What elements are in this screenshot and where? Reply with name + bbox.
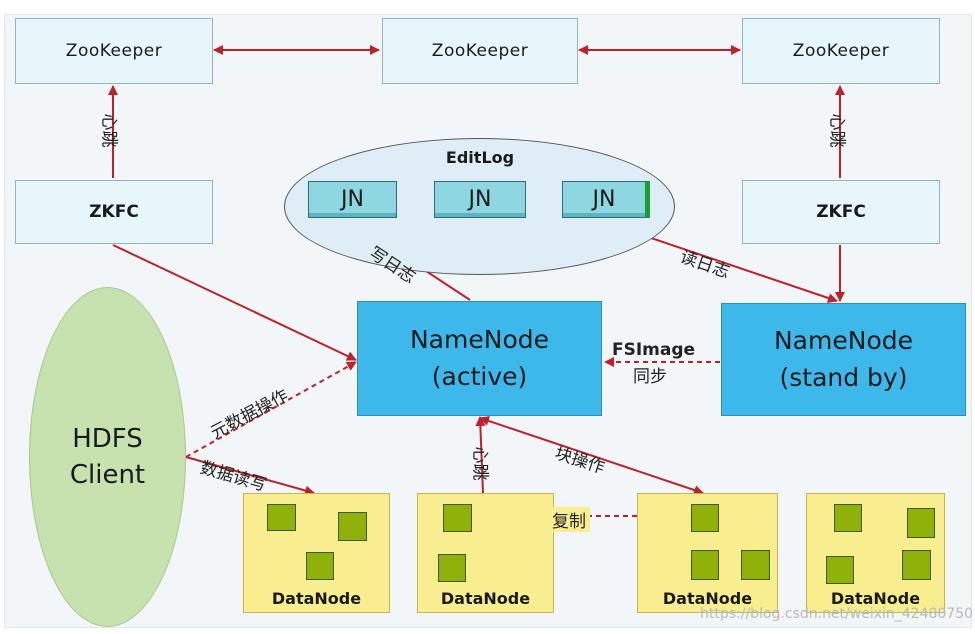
datanode-1: DataNode (243, 493, 390, 613)
editlog-title: EditLog (445, 148, 515, 167)
data-block (691, 504, 719, 532)
label-heartbeat-datanode: 心跳 (469, 446, 490, 481)
datanode-3: DataNode (637, 493, 778, 613)
journal-node-1: JN (308, 181, 397, 218)
hdfs-client-line2: Client (69, 460, 146, 490)
datanode-4: DataNode (806, 493, 945, 613)
journal-node-3: JN (562, 181, 650, 218)
namenode-active-name: NameNode (409, 325, 549, 355)
label-heartbeat-right: 心跳 (826, 113, 847, 148)
data-block (902, 550, 931, 580)
datanode-label: DataNode (830, 589, 921, 608)
datanode-2: DataNode (417, 493, 554, 613)
label-fsimage-2: 同步 (633, 367, 667, 387)
zookeeper-node-3: ZooKeeper (742, 18, 940, 84)
hdfs-client-line1: HDFS (72, 423, 143, 454)
data-block (907, 508, 935, 538)
namenode-standby: NameNode (stand by) (721, 303, 966, 416)
zookeeper-node-1: ZooKeeper (15, 18, 213, 84)
watermark-text: https://blog.csdn.net/weixin_42480750 (700, 606, 974, 622)
arrow-data-rw (185, 456, 315, 496)
data-block (826, 556, 854, 584)
datanode-label: DataNode (271, 589, 362, 608)
zkfc-left: ZKFC (15, 180, 213, 244)
label-fsimage-1: FSImage (612, 340, 696, 360)
data-block (306, 552, 334, 580)
zkfc-right: ZKFC (742, 180, 940, 244)
data-block (443, 504, 472, 532)
namenode-standby-name: NameNode (773, 326, 913, 356)
arrow-zkfc-left-active (112, 244, 357, 361)
label-replicate: 复制 (548, 507, 590, 532)
data-block (438, 554, 466, 582)
zookeeper-node-2: ZooKeeper (382, 18, 578, 84)
datanode-label: DataNode (662, 589, 753, 608)
data-block (834, 504, 862, 532)
data-block (267, 504, 296, 531)
namenode-standby-state: (stand by) (779, 362, 908, 392)
data-block (691, 550, 719, 580)
namenode-active: NameNode (active) (357, 301, 602, 416)
hdfs-client: HDFS Client (29, 287, 186, 627)
arrow-block-ops (479, 416, 704, 495)
journal-node-2: JN (434, 181, 526, 218)
label-heartbeat-left: 心跳 (98, 113, 119, 148)
datanode-label: DataNode (440, 589, 531, 608)
namenode-active-state: (active) (431, 361, 528, 391)
arrow-metadata-ops (185, 361, 357, 458)
data-block (741, 550, 770, 580)
data-block (338, 512, 367, 541)
